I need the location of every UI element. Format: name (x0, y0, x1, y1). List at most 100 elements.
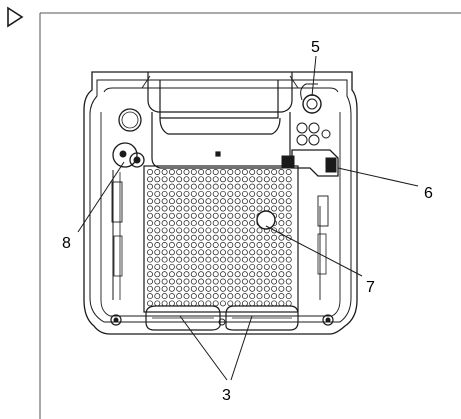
basket-hole (176, 249, 183, 256)
basket-hole (256, 169, 263, 175)
basket-hole (249, 234, 256, 241)
basket-hole (161, 263, 168, 270)
basket-hole (234, 227, 241, 234)
basket-hole (234, 169, 241, 175)
appliance-body (83, 71, 358, 335)
callout-3: 3 (222, 387, 231, 404)
basket-hole (278, 256, 285, 263)
basket-hole (220, 220, 226, 227)
basket-hole (271, 293, 278, 300)
basket-hole (285, 183, 292, 190)
basket-hole (271, 263, 278, 270)
basket-hole (220, 234, 226, 241)
basket-hole (285, 293, 292, 300)
basket-hole (212, 190, 219, 197)
basket-hole (161, 198, 168, 205)
basket-hole (271, 169, 278, 175)
basket-hole (234, 190, 241, 197)
basket-hole (285, 263, 292, 270)
basket-hole (161, 176, 168, 183)
basket-hole (271, 198, 278, 205)
basket-hole (183, 242, 190, 248)
top-lid-handle (141, 72, 299, 169)
basket-hole (161, 183, 168, 190)
basket-hole (256, 256, 263, 263)
callout-5: 5 (311, 39, 320, 56)
basket-hole (154, 285, 161, 292)
basket-hole (147, 293, 153, 300)
basket-hole (234, 205, 241, 212)
basket-holes (147, 169, 292, 307)
basket-hole (278, 205, 285, 212)
basket-hole (241, 242, 248, 248)
triangle-right-outline-icon (7, 6, 24, 28)
basket-hole (234, 293, 241, 300)
basket-hole (161, 256, 168, 263)
basket-hole (256, 271, 263, 278)
basket-hole (205, 271, 212, 278)
basket-hole (241, 212, 248, 219)
basket-hole (241, 198, 248, 205)
basket-hole (205, 169, 212, 175)
basket-hole (227, 176, 234, 183)
basket-hole (198, 212, 205, 219)
basket-hole (220, 205, 226, 212)
basket-hole (227, 234, 234, 241)
basket-hole (278, 212, 285, 219)
basket-hole (234, 300, 241, 307)
basket-hole (147, 227, 153, 234)
basket-hole (285, 234, 292, 241)
basket-hole (147, 183, 153, 190)
basket-hole (168, 176, 175, 183)
basket-hole (241, 249, 248, 256)
basket-hole (176, 227, 183, 234)
basket-hole (154, 190, 161, 197)
basket-hole (198, 271, 205, 278)
basket-hole (183, 271, 190, 278)
basket-hole (212, 183, 219, 190)
basket-hole (147, 220, 153, 227)
basket-hole (234, 183, 241, 190)
basket-hole (190, 300, 197, 307)
basket-hole (190, 256, 197, 263)
basket-hole (190, 278, 197, 285)
basket-hole (285, 198, 292, 205)
basket-hole (205, 198, 212, 205)
basket-hole (220, 271, 226, 278)
basket-hole (161, 278, 168, 285)
basket-hole (285, 278, 292, 285)
basket-hole (212, 198, 219, 205)
basket-hole (198, 300, 205, 307)
basket-hole (161, 271, 168, 278)
basket-hole (161, 169, 168, 175)
basket-hole (278, 190, 285, 197)
basket-hole (212, 271, 219, 278)
basket-hole (271, 278, 278, 285)
basket-hole (183, 300, 190, 307)
basket-hole (198, 220, 205, 227)
basket-hole (161, 212, 168, 219)
basket-hole (147, 176, 153, 183)
basket-hole (183, 212, 190, 219)
basket-hole (183, 234, 190, 241)
basket-hole (278, 227, 285, 234)
basket-hole (190, 271, 197, 278)
basket-hole (256, 263, 263, 270)
basket-hole (256, 249, 263, 256)
basket-hole (183, 293, 190, 300)
basket-hole (227, 256, 234, 263)
basket-hole (161, 249, 168, 256)
basket-hole (249, 198, 256, 205)
basket-hole (227, 278, 234, 285)
basket-hole (161, 242, 168, 248)
basket-hole (168, 263, 175, 270)
basket-hole (212, 263, 219, 270)
basket-hole (154, 183, 161, 190)
basket-hole (234, 263, 241, 270)
basket-hole (249, 227, 256, 234)
basket-hole (205, 205, 212, 212)
basket-hole (249, 249, 256, 256)
basket-hole (234, 220, 241, 227)
basket-hole (241, 183, 248, 190)
basket-hole (234, 249, 241, 256)
